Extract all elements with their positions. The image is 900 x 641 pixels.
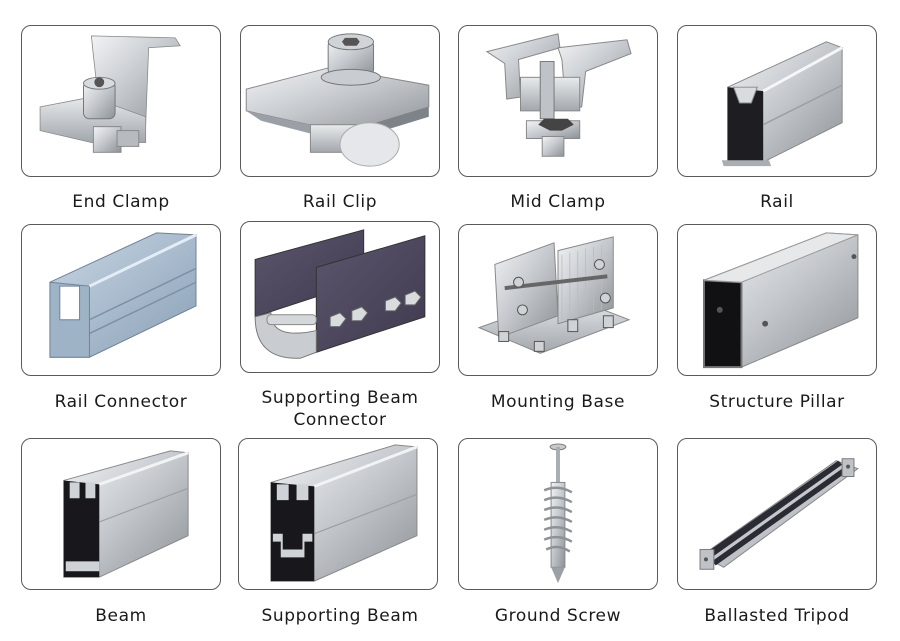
product-card-mid-clamp[interactable] [458,25,658,177]
product-label: Rail Clip [302,192,378,212]
product-label: End Clamp [72,192,170,212]
rail-connector-icon [49,232,197,358]
ballasted-tripod-icon [699,458,859,570]
product-card-rail[interactable] [677,25,877,177]
supporting-beam-connector-icon [254,229,426,359]
product-card-ballasted-tripod[interactable] [677,438,877,590]
mounting-base-icon [477,236,631,354]
product-label: Beam [95,606,147,626]
product-card-ground-screw[interactable] [458,438,658,590]
product-label: Ground Screw [494,606,622,626]
product-label-line: Connector [293,410,387,430]
product-label: Supporting Beam Connector [230,387,450,431]
product-card-beam[interactable] [21,438,221,590]
rail-clip-icon [245,33,430,167]
product-label: Rail Connector [54,392,188,412]
product-card-rail-clip[interactable] [240,25,440,177]
beam-icon [63,450,189,578]
product-label-line: Supporting Beam [261,388,419,408]
supporting-beam-icon [270,444,418,582]
product-card-rail-connector[interactable] [21,224,221,376]
product-label: Mounting Base [490,392,626,412]
structure-pillar-icon [702,232,859,369]
product-card-supporting-beam[interactable] [238,438,438,590]
product-label: Rail [760,192,794,212]
product-card-mounting-base[interactable] [458,224,658,376]
product-label: Supporting Beam [261,606,419,626]
product-label: Mid Clamp [510,192,606,212]
ground-screw-icon [543,443,573,584]
product-label: Structure Pillar [709,392,845,412]
end-clamp-icon [39,35,181,153]
product-card-supporting-beam-connector[interactable] [240,221,440,373]
rail-icon [721,41,843,167]
mid-clamp-icon [485,33,632,157]
product-label: Ballasted Tripod [704,606,850,626]
product-card-end-clamp[interactable] [21,25,221,177]
product-card-structure-pillar[interactable] [677,224,877,376]
